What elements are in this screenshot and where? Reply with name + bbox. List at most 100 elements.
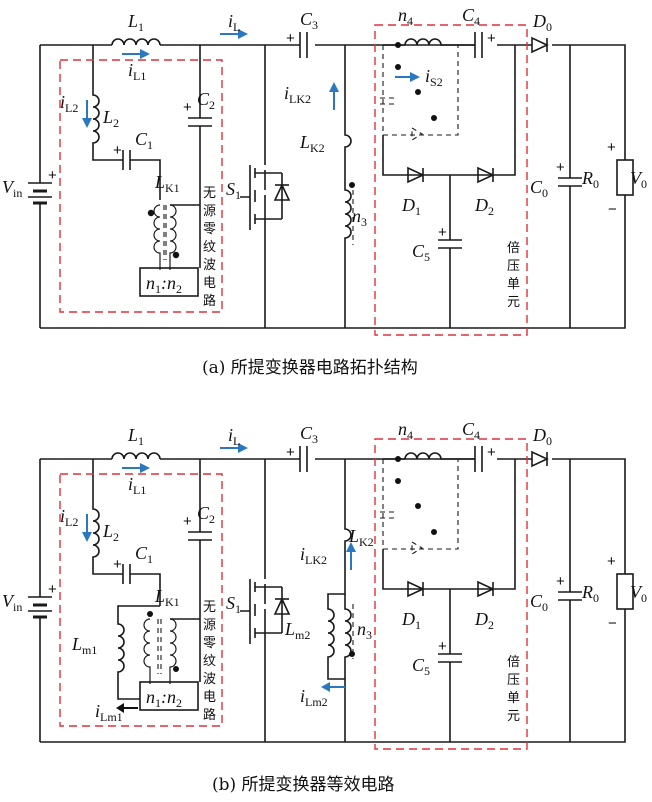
label-c0: C0 [530, 177, 548, 200]
svg-text:源: 源 [203, 204, 216, 219]
label-l2-b: L2 [102, 521, 119, 544]
label-lk2-b: LK2 [348, 526, 374, 549]
svg-text:源: 源 [203, 618, 216, 633]
label-d1-b: D1 [401, 609, 421, 632]
passive-clamp-label-b: 无 源 零 纹 波 电 路 [203, 600, 216, 723]
svg-text:+: + [556, 159, 565, 176]
current-arrow-ilk2-b [346, 542, 356, 570]
label-c4-b: C4 [462, 419, 480, 442]
label-d1: D1 [401, 195, 421, 218]
svg-text:+: + [48, 167, 57, 184]
label-il: iL [228, 11, 240, 34]
svg-text:+: + [286, 444, 295, 461]
label-d2: D2 [474, 195, 494, 218]
label-c5: C5 [412, 241, 430, 264]
label-n3-b: n3 [357, 619, 372, 642]
label-lm2: Lm2 [284, 619, 310, 642]
label-ratio-b: n1:n2 [146, 687, 182, 710]
svg-text:压: 压 [507, 673, 520, 688]
label-il-b: iL [228, 425, 240, 448]
label-r0-b: R0 [581, 582, 599, 605]
svg-text:+: + [48, 581, 57, 598]
current-arrow-il [220, 29, 248, 39]
current-arrow-ilk2 [329, 82, 339, 110]
current-arrow-is2 [395, 72, 420, 82]
current-arrow-il2-b [82, 514, 92, 542]
svg-text:+: + [607, 139, 616, 156]
caption-b: (b) 所提变换器等效电路 [212, 775, 395, 795]
label-n4: n4 [398, 5, 413, 28]
svg-text:+: + [438, 638, 447, 655]
label-vin-b: Vin [2, 591, 22, 614]
label-c3-b: C3 [300, 423, 318, 446]
svg-text:路: 路 [203, 293, 216, 309]
label-s1: S1 [226, 179, 241, 202]
label-l1-b: L1 [127, 425, 144, 448]
label-c5-b: C5 [412, 655, 430, 678]
label-s1-b: S1 [226, 593, 241, 616]
label-c4: C4 [462, 5, 480, 28]
label-ilk2: iLK2 [284, 83, 311, 106]
label-n3: n3 [352, 206, 367, 229]
svg-text:+: + [113, 142, 122, 159]
svg-text:+: + [607, 553, 616, 570]
label-il2-b: iL2 [60, 506, 78, 529]
multiplier-label-b: 倍 压 单 元 [507, 655, 520, 724]
label-v0-b: V0 [630, 582, 647, 605]
current-arrow-ilm2 [321, 682, 345, 692]
label-ilm1: iLm1 [95, 701, 123, 724]
passive-clamp-label-a: 无 源 零 纹 波 电 路 [203, 186, 216, 309]
svg-text:−: − [608, 615, 617, 632]
svg-text:电: 电 [203, 690, 216, 705]
label-c3: C3 [300, 9, 318, 32]
svg-text:倍: 倍 [507, 241, 520, 256]
svg-text:波: 波 [203, 672, 216, 687]
svg-text:电: 电 [203, 276, 216, 291]
label-ilm2: iLm2 [300, 686, 328, 709]
label-c1: C1 [135, 129, 153, 152]
current-arrow-il2 [82, 100, 92, 128]
label-is2: iS2 [425, 66, 443, 89]
label-r0: R0 [581, 168, 599, 191]
label-d0-b: D0 [532, 425, 552, 448]
label-ilk2-b: iLK2 [300, 544, 327, 567]
label-lm1: Lm1 [71, 634, 97, 657]
svg-text:+: + [438, 224, 447, 241]
svg-text:单: 单 [507, 277, 520, 292]
current-arrow-il1-b [122, 463, 150, 473]
svg-text:路: 路 [203, 707, 216, 723]
label-lk1: LK1 [154, 172, 180, 195]
svg-text:+: + [556, 573, 565, 590]
svg-text:倍: 倍 [507, 655, 520, 670]
label-il1: iL1 [128, 60, 146, 83]
label-ratio: n1:n2 [146, 273, 182, 296]
caption-a: (a) 所提变换器电路拓扑结构 [202, 358, 418, 378]
label-c2-b: C2 [197, 503, 215, 526]
label-vin: Vin [2, 177, 22, 200]
label-l2: L2 [102, 107, 119, 130]
label-v0: V0 [630, 168, 647, 191]
label-il2: iL2 [60, 92, 78, 115]
label-l1: L1 [127, 11, 144, 34]
svg-text:无: 无 [203, 186, 216, 201]
current-arrow-il1 [122, 49, 150, 59]
label-c1-b: C1 [135, 543, 153, 566]
current-arrow-ilm1 [116, 703, 138, 713]
svg-text:零: 零 [203, 636, 216, 651]
svg-text:压: 压 [507, 259, 520, 274]
svg-text:纹: 纹 [203, 654, 216, 669]
label-n4-b: n4 [398, 419, 413, 442]
label-c2: C2 [197, 89, 215, 112]
svg-text:+: + [286, 30, 295, 47]
svg-text:无: 无 [203, 600, 216, 615]
label-lk2: LK2 [299, 132, 325, 155]
svg-text:零: 零 [203, 222, 216, 237]
svg-text:+: + [487, 444, 496, 461]
svg-text:+: + [183, 513, 192, 530]
label-d0: D0 [532, 11, 552, 34]
svg-text:元: 元 [507, 709, 520, 724]
current-arrow-il-b [220, 443, 248, 453]
multiplier-label-a: 倍 压 单 元 [507, 241, 520, 310]
svg-text:+: + [113, 556, 122, 573]
